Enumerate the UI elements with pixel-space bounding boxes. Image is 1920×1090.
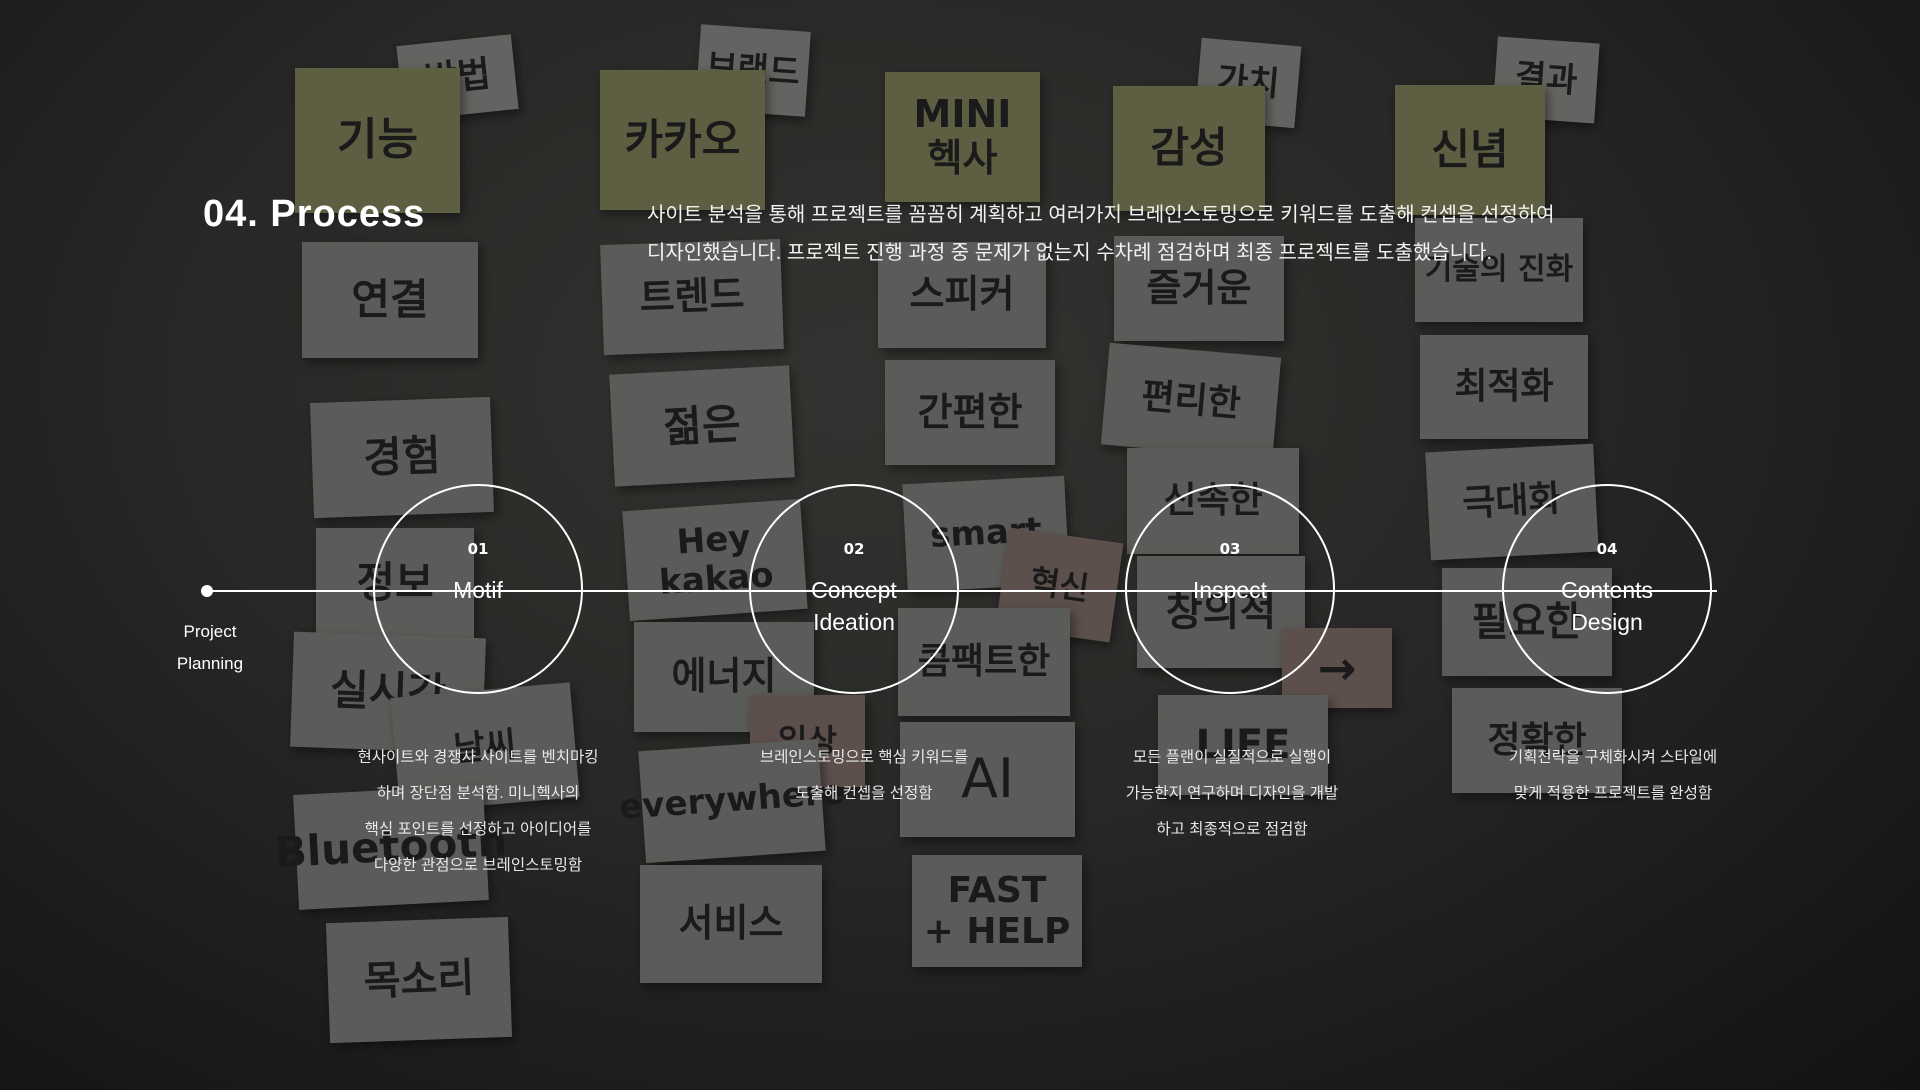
description-line: 핵심 포인트를 선정하고 아이디어를 — [364, 821, 592, 838]
sticky-note: 간편한 — [885, 360, 1055, 465]
step-description-contents-design: 기획전략을 구체화시켜 스타일에 맞게 적용한 프로젝트를 완성함 — [1473, 740, 1753, 812]
sticky-note: 스피커 — [878, 242, 1046, 348]
sticky-note: 감성 — [1113, 86, 1265, 211]
sticky-note: AI — [900, 722, 1075, 837]
process-step-concept-ideation: 02 Concept Ideation — [749, 484, 959, 694]
sticky-note: 정확한 — [1452, 688, 1622, 793]
timeline-start-dot — [201, 585, 213, 597]
section-intro: 사이트 분석을 통해 프로젝트를 꼼꼼히 계획하고 여러가지 브레인스토밍으로 … — [647, 196, 1647, 272]
step-description-inspect: 모든 플랜이 실질적으로 실행이 가능한지 연구하며 디자인을 개발 하고 최종… — [1092, 740, 1372, 848]
step-title: Concept Ideation — [811, 577, 897, 635]
sticky-note: 신념 — [1395, 85, 1545, 215]
process-step-contents-design: 04 Contents Design — [1502, 484, 1712, 694]
sticky-note: 카카오 — [600, 70, 765, 210]
sticky-note: 연결 — [302, 242, 478, 358]
step-number: 01 — [467, 540, 489, 558]
process-step-inspect: 03 Inspect — [1125, 484, 1335, 694]
step-description-concept-ideation: 브레인스토밍으로 핵심 키워드를 도출해 컨셉을 선정함 — [724, 740, 1004, 812]
process-step-motif: 01 Motif — [373, 484, 583, 694]
sticky-note: 편리한 — [1100, 342, 1282, 460]
step-title: Motif — [453, 577, 503, 603]
step-description-motif: 현사이트와 경쟁사 사이트를 벤치마킹 하며 장단점 분석함. 미니헥사의 핵심… — [338, 740, 618, 884]
sticky-note: MINI 헥사 — [885, 72, 1040, 202]
sticky-note: 젊은 — [609, 365, 795, 487]
description-line: 기획전략을 구체화시켜 스타일에 — [1508, 749, 1718, 766]
step-title: Inspect — [1192, 577, 1268, 603]
sticky-note: 목소리 — [325, 916, 513, 1044]
sticky-note: 즐거운 — [1114, 236, 1284, 341]
step-title: Contents Design — [1560, 577, 1654, 635]
sticky-note: LIFE — [1158, 695, 1328, 795]
intro-line: 디자인했습니다. 프로젝트 진행 과정 중 문제가 없는지 수차례 점검하며 최… — [647, 242, 1493, 264]
sticky-note: FAST + HELP — [912, 855, 1082, 967]
description-line: 모든 플랜이 실질적으로 실행이 — [1132, 749, 1332, 766]
intro-line: 사이트 분석을 통해 프로젝트를 꼼꼼히 계획하고 여러가지 브레인스토밍으로 … — [647, 204, 1555, 226]
timeline-start-label: Project Planning — [160, 616, 260, 680]
description-line: 브레인스토밍으로 핵심 키워드를 — [759, 749, 969, 766]
description-line: 하고 최종적으로 점검함 — [1156, 821, 1308, 838]
description-line: 맞게 적용한 프로젝트를 완성함 — [1513, 785, 1713, 802]
start-label-line: Planning — [176, 654, 244, 673]
description-line: 현사이트와 경쟁사 사이트를 벤치마킹 — [357, 749, 599, 766]
section-title: 04. Process — [203, 193, 426, 235]
description-line: 하며 장단점 분석함. 미니헥사의 — [376, 785, 580, 802]
description-line: 다양한 관점으로 브레인스토밍함 — [373, 857, 583, 874]
sticky-note: 기능 — [295, 68, 460, 213]
description-line: 가능한지 연구하며 디자인을 개발 — [1125, 785, 1339, 802]
step-number: 02 — [843, 540, 865, 558]
description-line: 도출해 컨셉을 선정함 — [795, 785, 933, 802]
step-number: 03 — [1219, 540, 1241, 558]
sticky-note: 기술의 진화 — [1415, 218, 1583, 322]
timeline-line — [207, 590, 1717, 592]
sticky-note: 최적화 — [1420, 335, 1588, 439]
step-number: 04 — [1596, 540, 1618, 558]
sticky-note: 서비스 — [640, 865, 822, 983]
start-label-line: Project — [183, 622, 237, 641]
